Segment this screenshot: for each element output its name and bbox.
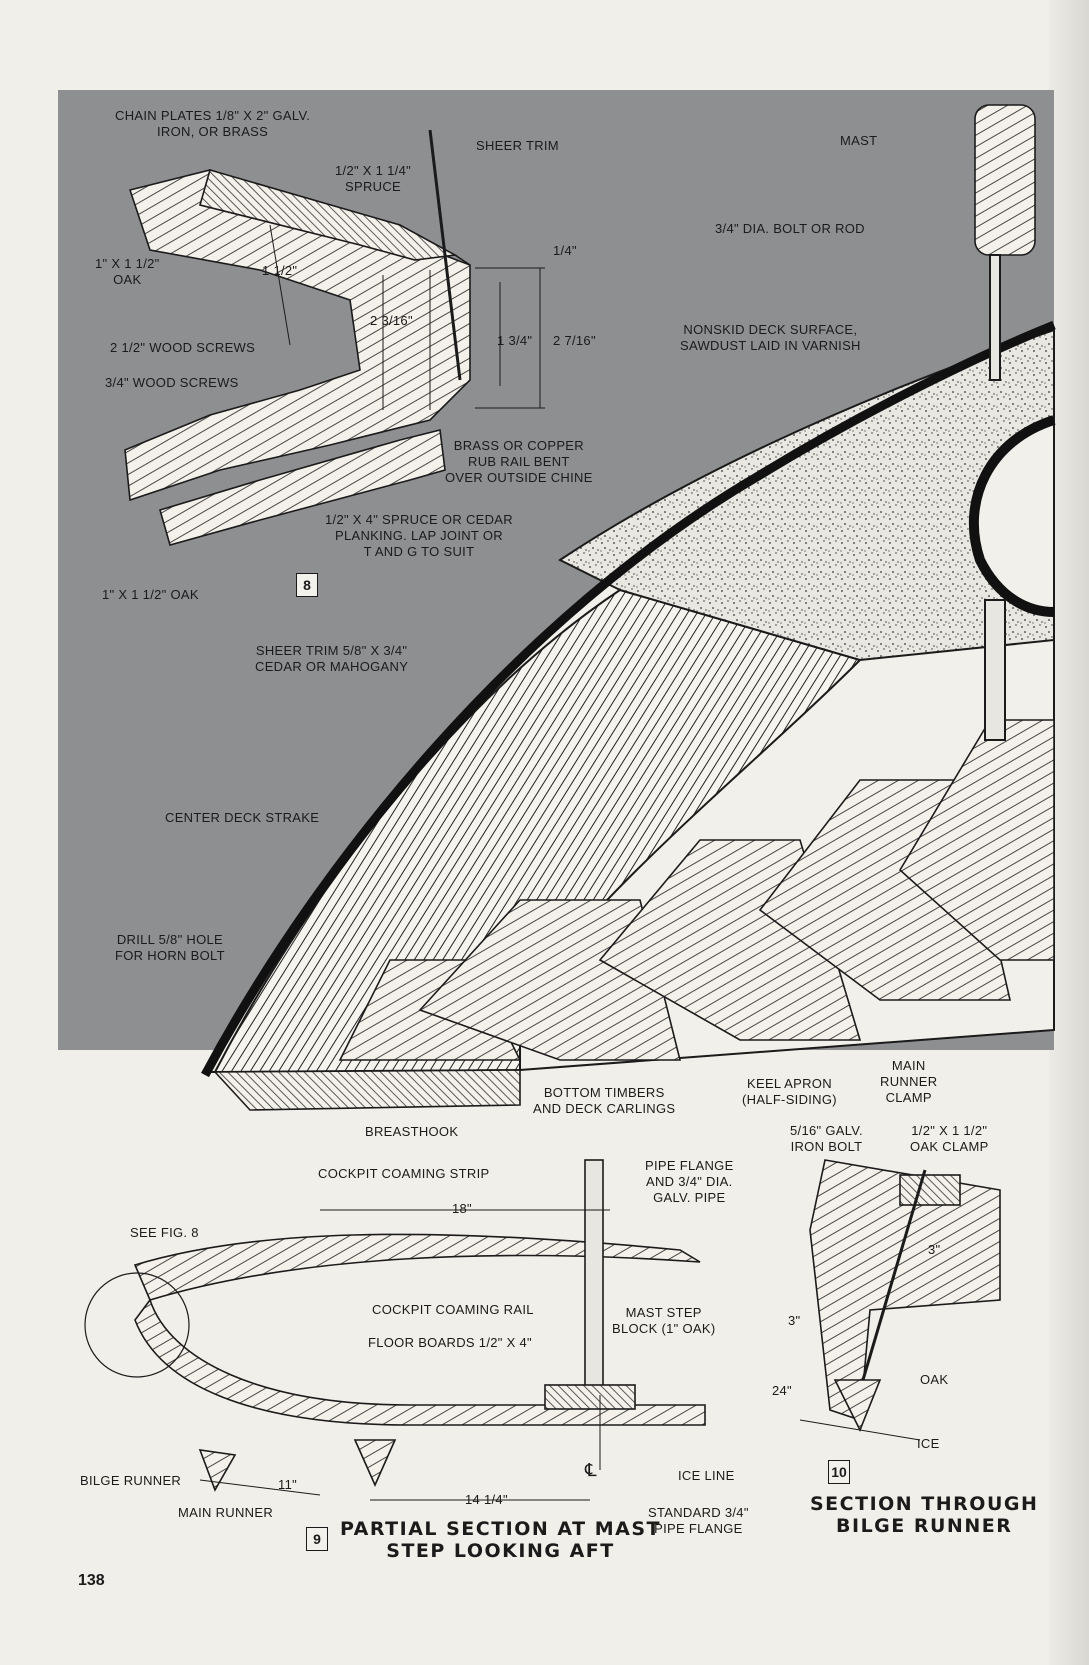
label-oak-clamp: 1/2" X 1 1/2"OAK CLAMP [910,1123,989,1154]
label-center-deck: CENTER DECK STRAKE [165,810,320,825]
label-oak-top: 1" X 1 1/2"OAK [95,256,160,287]
fig9-number: 9 [306,1527,328,1551]
label-galv-bolt: 5/16" GALV.IRON BOLT [790,1123,863,1154]
main-hull-drawing [201,104,1056,1111]
label-sheer-trim-main: SHEER TRIM 5/8" X 3/4"CEDAR OR MAHOGANY [255,643,409,674]
label-ice: ICE [917,1436,940,1451]
fig10-number: 10 [828,1460,850,1484]
label-dim-quarter: 1/4" [553,243,577,258]
label-oak-bottom: 1" X 1 1/2" OAK [102,587,199,602]
label-keel-apron: KEEL APRON(HALF-SIDING) [742,1076,837,1107]
label-floor-boards: FLOOR BOARDS 1/2" X 4" [368,1335,532,1350]
label-oak: OAK [920,1372,949,1387]
label-coaming-rail: COCKPIT COAMING RAIL [372,1302,534,1317]
label-bolt-rod: 3/4" DIA. BOLT OR ROD [715,221,865,236]
label-dim-3a: 3" [928,1242,941,1257]
label-mast: MAST [840,133,878,148]
label-dim-14-25: 14 1/4" [465,1492,508,1507]
fig8-chine-section [124,129,545,546]
label-spruce-top: 1/2" X 1 1/4"SPRUCE [335,163,412,194]
label-std-flange: STANDARD 3/4"PIPE FLANGE [648,1505,749,1536]
label-dim-2-3-16: 2 3/16" [370,313,413,328]
label-dim-3b: 3" [788,1313,801,1328]
label-bilge-runner: BILGE RUNNER [80,1473,182,1488]
label-dim-1-5: 1 1/2" [262,263,298,278]
fig10-bilge-runner-section [799,1159,1001,1441]
label-main-runner: MAIN RUNNER [178,1505,274,1520]
label-wood-screws-3-4: 3/4" WOOD SCREWS [105,375,239,390]
label-sheer-trim: SHEER TRIM [476,138,559,153]
label-centerline: ℄ [585,1460,597,1480]
label-chain-plates: CHAIN PLATES 1/8" X 2" GALV.IRON, OR BRA… [115,108,311,139]
page-edge [1049,0,1089,1665]
label-wood-screws-2-5: 2 1/2" WOOD SCREWS [110,340,256,355]
label-breasthook: BREASTHOOK [365,1124,459,1139]
fig8-number: 8 [296,573,318,597]
label-coaming-strip: COCKPIT COAMING STRIP [318,1166,490,1181]
label-nonskid: NONSKID DECK SURFACE,SAWDUST LAID IN VAR… [680,322,861,353]
label-dim-24: 24" [772,1383,792,1398]
label-dim-18: 18" [452,1201,472,1216]
label-dim-11: 11" [278,1477,298,1492]
label-ice-line: ICE LINE [678,1468,735,1483]
page-number: 138 [78,1572,105,1589]
fig9-partial-section [84,1159,706,1501]
label-see-fig8: SEE FIG. 8 [130,1225,199,1240]
label-dim-2-7-16: 2 7/16" [553,333,596,348]
label-dim-1-3-4: 1 3/4" [497,333,533,348]
